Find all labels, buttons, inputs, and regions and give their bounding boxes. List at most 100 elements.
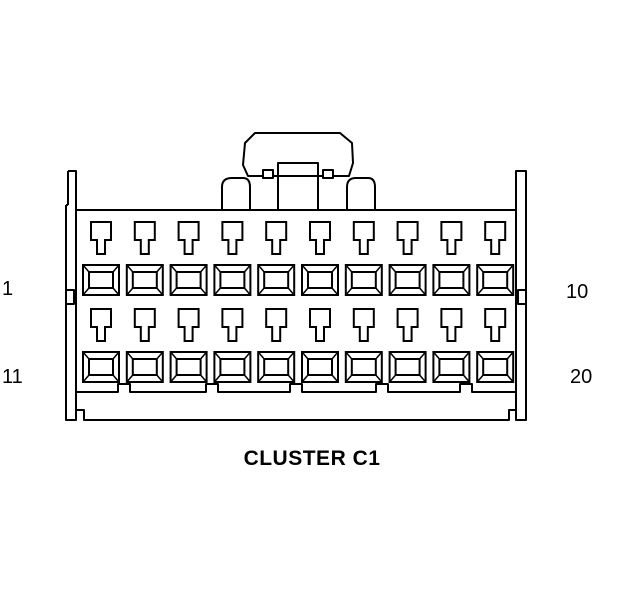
cavity-bevel: [462, 287, 470, 296]
cavity-bevel: [419, 287, 427, 296]
cavity-bevel: [213, 374, 221, 383]
terminal-lock: [484, 308, 507, 342]
cavity-bevel: [112, 264, 120, 273]
cavity-bevel: [389, 374, 397, 383]
cavity-bevel: [126, 374, 134, 383]
cavity-bevel: [112, 374, 120, 383]
cavity-opening: [175, 358, 202, 376]
cavity-bevel: [419, 374, 427, 383]
cavity-opening: [219, 358, 246, 376]
cavity-bevel: [82, 287, 90, 296]
cavity-bevel: [170, 351, 178, 360]
cavity-bevel: [301, 287, 309, 296]
cavity-bevel: [287, 351, 295, 360]
cavity-opening: [88, 271, 114, 289]
cavity-bevel: [375, 374, 383, 383]
pin-label-row2-start: 11: [2, 366, 23, 388]
cavity-bevel: [243, 264, 251, 273]
cavity-bevel: [331, 264, 339, 273]
cavity-bevel: [170, 374, 178, 383]
terminal-lock: [177, 308, 200, 342]
cavity-bevel: [331, 351, 339, 360]
cavity-bevel: [331, 374, 339, 383]
cavity-bevel: [389, 287, 397, 296]
terminal-lock: [133, 221, 156, 255]
polarization-notch-right: [517, 289, 527, 305]
terminal-lock: [133, 308, 156, 342]
terminal-lock: [440, 308, 463, 342]
pin-label-row2-end: 20: [570, 366, 593, 388]
cavity-bevel: [200, 264, 208, 273]
cavity-bevel: [287, 374, 295, 383]
cavity-opening: [482, 271, 509, 289]
cavity-bevel: [170, 264, 178, 273]
cavity-bevel: [301, 374, 309, 383]
cavity-bevel: [243, 351, 251, 360]
cavity-bevel: [345, 374, 353, 383]
cavity-opening: [438, 271, 465, 289]
terminal-lock: [309, 221, 331, 255]
terminal-lock: [440, 221, 463, 255]
cavity-bevel: [82, 374, 90, 383]
cavity-bevel: [462, 374, 470, 383]
cavity-bevel: [257, 264, 265, 273]
cavity-bevel: [432, 264, 440, 273]
terminal-lock: [90, 221, 112, 255]
terminal-lock: [484, 221, 507, 255]
cavity-bevel: [287, 264, 295, 273]
bottom-rail: [76, 383, 516, 393]
cavity-opening: [307, 271, 333, 289]
terminal-lock: [396, 308, 419, 342]
cavity-bevel: [476, 264, 484, 273]
cavity-bevel: [156, 351, 164, 360]
cavity-bevel: [170, 287, 178, 296]
polarization-notch-left: [65, 289, 75, 305]
cavity-bevel: [82, 351, 90, 360]
cavity-bevel: [462, 264, 470, 273]
cavity-bevel: [200, 374, 208, 383]
cavity-opening: [219, 271, 246, 289]
terminal-lock: [221, 308, 244, 342]
cavity-bevel: [126, 264, 134, 273]
cavity-bevel: [200, 351, 208, 360]
cavity-bevel: [432, 287, 440, 296]
cavity-opening: [263, 271, 290, 289]
cavity-bevel: [419, 351, 427, 360]
cavity-bevel: [345, 351, 353, 360]
terminal-lock: [265, 221, 288, 255]
cavity-bevel: [243, 374, 251, 383]
terminal-lock: [309, 308, 331, 342]
cavity-opening: [88, 358, 114, 376]
latch-stem: [277, 162, 319, 210]
cavity-bevel: [389, 351, 397, 360]
cavity-opening: [131, 271, 158, 289]
cavity-bevel: [156, 264, 164, 273]
cavity-bevel: [462, 351, 470, 360]
terminal-lock: [265, 308, 288, 342]
cavity-bevel: [476, 351, 484, 360]
cavity-bevel: [375, 287, 383, 296]
cavity-bevel: [506, 374, 514, 383]
cavity-bevel: [126, 287, 134, 296]
cavity-opening: [438, 358, 465, 376]
cavity-bevel: [257, 351, 265, 360]
cavity-opening: [482, 358, 509, 376]
cavity-opening: [263, 358, 290, 376]
cavity-bevel: [301, 264, 309, 273]
cavity-opening: [394, 358, 421, 376]
cavity-bevel: [213, 287, 221, 296]
cavity-bevel: [156, 374, 164, 383]
cavity-bevel: [476, 287, 484, 296]
latch-post-left: [221, 177, 251, 210]
cavity-bevel: [419, 264, 427, 273]
cavity-bevel: [345, 287, 353, 296]
pin-label-row1-end: 10: [566, 281, 589, 303]
cavity-opening: [131, 358, 158, 376]
cavity-bevel: [375, 351, 383, 360]
cavity-bevel: [126, 351, 134, 360]
cavity-bevel: [432, 374, 440, 383]
cavity-bevel: [200, 287, 208, 296]
cavity-opening: [394, 271, 421, 289]
